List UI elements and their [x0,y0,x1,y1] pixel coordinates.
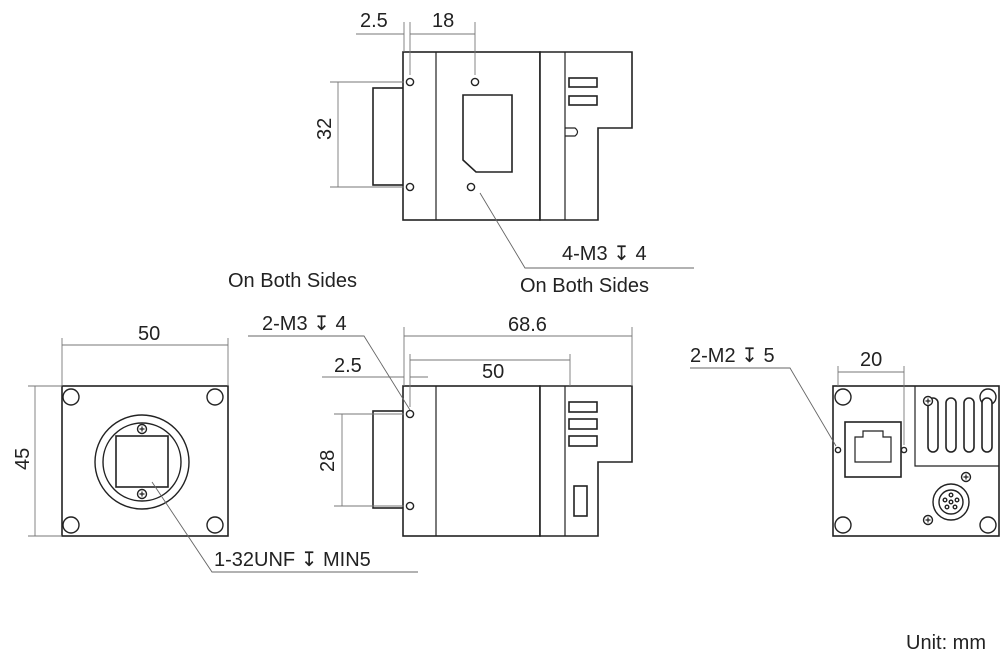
rear-view-ethernet-port [844,421,902,478]
top-dim-label-height: 32 [314,118,336,140]
top-view-hole-4 [466,182,476,192]
rear-view-vent-4 [981,397,993,453]
side-view-lens-mount [372,410,406,509]
side-callout-thread-label: 2-M3 ↧ 4 [262,313,347,335]
top-view-lens-mount [372,87,406,186]
rear-view: 20 2-M2 ↧ 5 [690,345,1000,537]
rear-view-io-pin-2 [954,497,960,503]
side-view-fin-2 [568,418,598,430]
side-dim-label-offset: 2.5 [334,355,362,377]
top-dim-label-left: 2.5 [360,10,388,32]
front-view-sensor-window [115,435,169,488]
top-callout-thread-label: 4-M3 ↧ 4 [562,243,647,265]
top-view-connector-tab [565,127,579,137]
side-view-fin-3 [568,435,598,447]
front-view-screw-marks [139,426,145,497]
side-dim-label-height: 28 [317,450,339,472]
rear-view-vent-1 [927,397,939,453]
side-dim-label-body: 50 [482,361,504,383]
front-view-corner-hole-2 [206,388,224,406]
rear-view-vent-3 [963,397,975,453]
rear-view-io-pin-1 [948,492,954,498]
top-view-label-window [462,94,513,173]
rear-view-io-pin-3 [952,504,958,510]
side-view-hole-2 [405,501,415,511]
rear-view-io-pin-6 [948,499,954,505]
top-dim-label-right: 18 [432,10,454,32]
rear-dim-label-spacing: 20 [860,349,882,371]
top-view-hole-3 [470,77,480,87]
front-dim-label-height: 45 [12,448,34,470]
top-view-hole-2 [405,182,415,192]
front-callout-leader [151,481,418,573]
side-view-fin-1 [568,401,598,413]
rear-view-screw-marks [925,398,969,523]
front-view-corner-hole-1 [62,388,80,406]
side-callout-sides-label: On Both Sides [228,270,357,292]
rear-view-io-pin-4 [944,504,950,510]
top-callout-leader [479,192,694,269]
rear-view-hole-left [834,446,842,454]
front-view-corner-hole-4 [206,516,224,534]
side-view-hole-1 [405,409,415,419]
side-callout-leader [248,335,411,411]
side-view-connector [573,485,588,517]
rear-view-vent-2 [945,397,957,453]
rear-view-panel-outline [914,386,999,467]
rear-view-ethernet-socket [854,430,892,463]
side-view-housing [402,385,541,537]
top-view-fin-1 [568,77,598,88]
rear-callout-thread-label: 2-M2 ↧ 5 [690,345,775,367]
front-view: 50 45 1-32UNF ↧ MIN5 [12,323,418,573]
rear-view-corner-hole-4 [979,516,997,534]
front-dim-label-width: 50 [138,323,160,345]
rear-view-corner-hole-3 [834,516,852,534]
rear-callout-leader [690,367,837,447]
rear-view-io-pin-5 [942,497,948,503]
side-dim-label-total: 68.6 [508,314,547,336]
rear-view-corner-hole-1 [834,388,852,406]
front-callout-mount-label: 1-32UNF ↧ MIN5 [214,549,371,571]
side-view: 68.6 50 2.5 28 On Both Sides 2-M3 ↧ 4 [228,270,633,537]
unit-label: Unit: mm [906,632,986,654]
top-view-rear-block [539,51,633,221]
front-view-corner-hole-3 [62,516,80,534]
rear-view-hole-right [900,446,908,454]
top-view-fin-2 [568,95,598,106]
top-view-hole-1 [405,77,415,87]
top-view: 2.5 18 32 4-M3 ↧ 4 On Both Sides [314,10,694,297]
top-callout-sides-label: On Both Sides [520,275,649,297]
